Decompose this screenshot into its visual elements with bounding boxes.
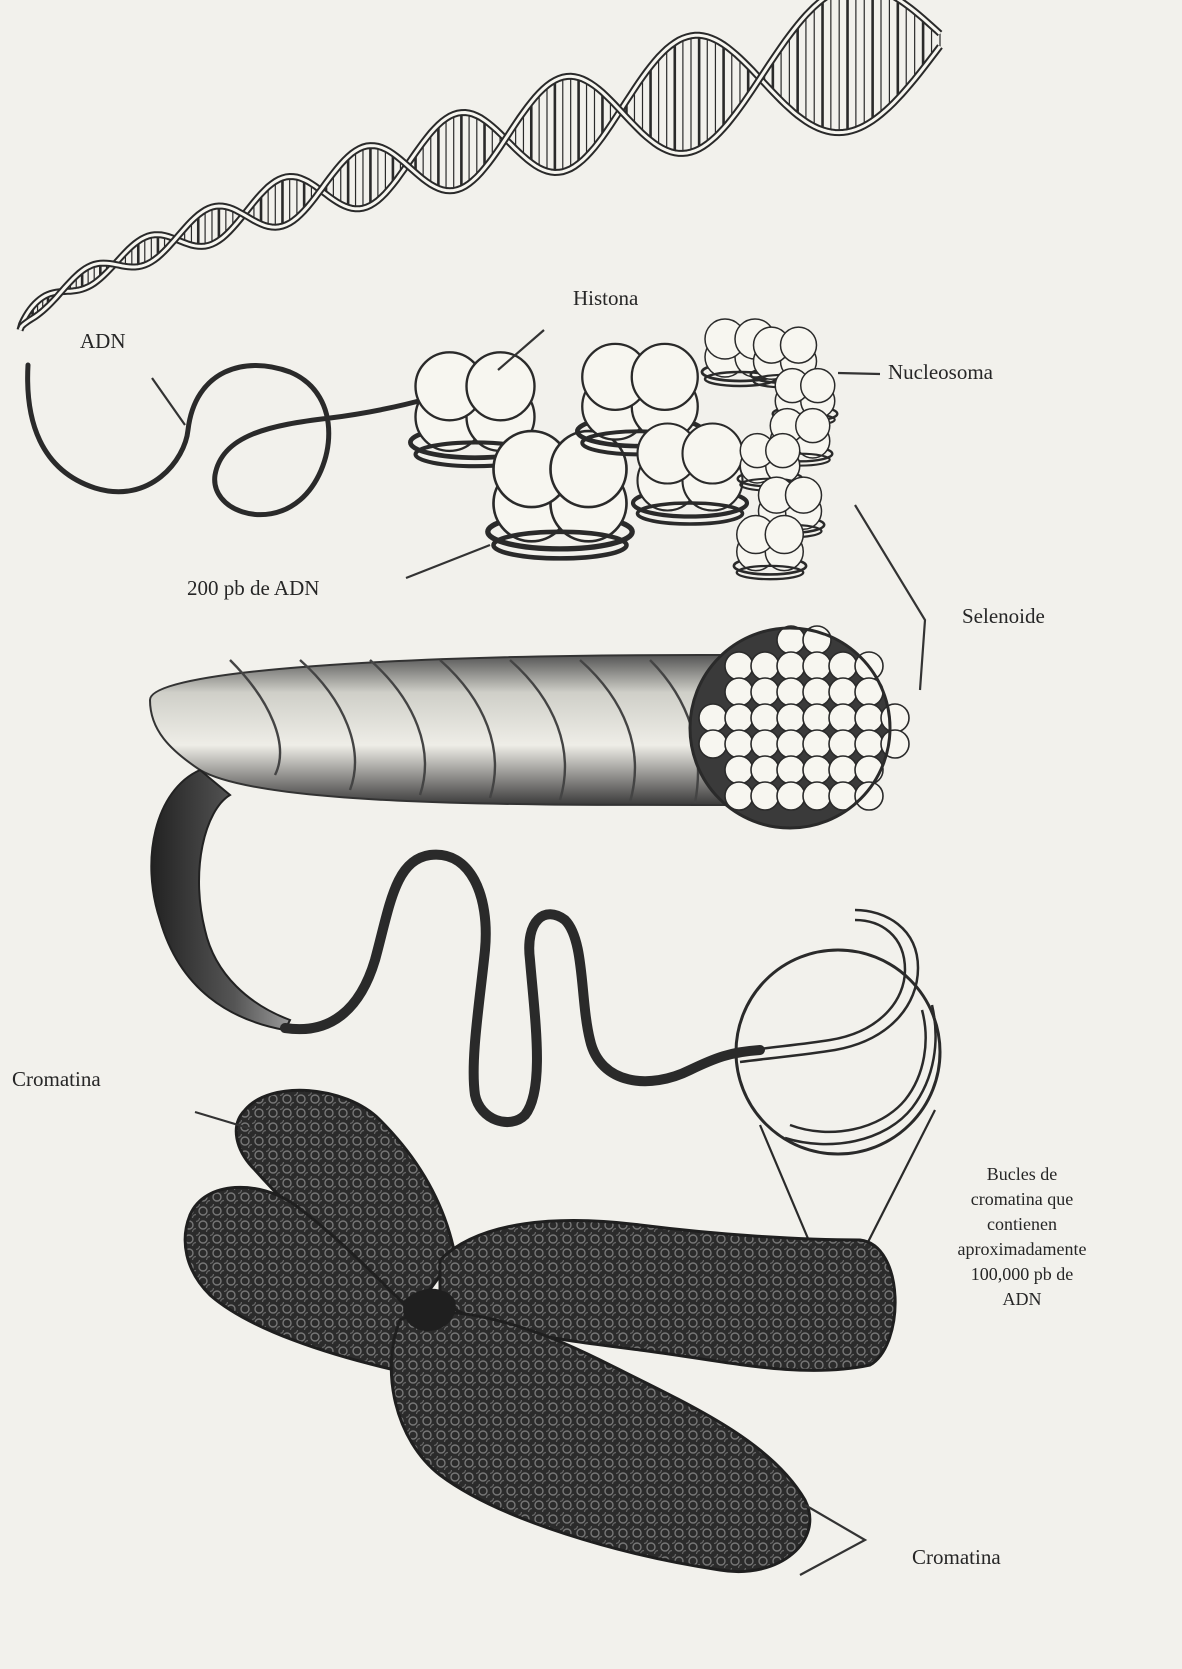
solenoid-bead — [829, 704, 857, 732]
solenoid-bead — [751, 782, 779, 810]
solenoid-bead — [751, 756, 779, 784]
label-bucles-cromatina: Bucles de cromatina que contienen aproxi… — [928, 1162, 1116, 1312]
solenoid-bead — [777, 756, 805, 784]
chromatin-fiber-strand — [285, 855, 760, 1122]
solenoid-bead — [751, 678, 779, 706]
label-cromatina-bottom: Cromatina — [912, 1545, 1001, 1570]
solenoid-bead — [855, 756, 883, 784]
solenoid-bead — [829, 652, 857, 680]
label-cromatina-left: Cromatina — [12, 1067, 101, 1092]
solenoid-bead — [803, 756, 831, 784]
solenoid-bead — [777, 704, 805, 732]
bucles-line-1: Bucles de — [928, 1162, 1116, 1187]
solenoid-bead — [803, 782, 831, 810]
solenoid-bead — [725, 730, 753, 758]
solenoid-bead — [855, 782, 883, 810]
histone-bead — [801, 369, 835, 403]
bucles-line-5: 100,000 pb de — [928, 1262, 1116, 1287]
solenoid-bead — [829, 730, 857, 758]
solenoid-bead — [855, 730, 883, 758]
backbone-strand-outline — [20, 0, 940, 330]
dna-double-helix — [20, 0, 940, 330]
solenoid-bead — [777, 730, 805, 758]
solenoid-bead — [829, 678, 857, 706]
solenoid-bead — [777, 652, 805, 680]
solenoid-bead — [803, 652, 831, 680]
bucles-line-2: cromatina que — [928, 1187, 1116, 1212]
backbone-strand-1 — [20, 35, 940, 330]
bucles-line-4: aproximadamente — [928, 1237, 1116, 1262]
histone-bead — [632, 344, 698, 410]
solenoid-bead — [699, 730, 727, 758]
backbone-strand-outline — [20, 35, 940, 330]
solenoid-bead — [751, 730, 779, 758]
solenoid-bead — [777, 678, 805, 706]
label-histona: Histona — [573, 286, 638, 311]
solenoid-bead — [803, 678, 831, 706]
bucles-line-6: ADN — [928, 1287, 1116, 1312]
solenoid-bead — [699, 704, 727, 732]
leader-nucleosoma — [838, 373, 880, 374]
histone-bead — [683, 424, 743, 484]
histone-bead — [796, 409, 830, 443]
histone-bead — [551, 431, 627, 507]
solenoid-bead — [881, 704, 909, 732]
solenoid-bead — [751, 704, 779, 732]
label-selenoide: Selenoide — [962, 604, 1045, 629]
label-nucleosoma: Nucleosoma — [888, 360, 993, 385]
histone-bead — [766, 434, 800, 468]
fiber-bend — [151, 770, 290, 1030]
solenoid-bead — [725, 704, 753, 732]
chromosome — [185, 1090, 895, 1571]
solenoid-bead — [777, 782, 805, 810]
solenoid-bead — [725, 652, 753, 680]
histone-bead — [781, 327, 817, 363]
dna-strand — [28, 365, 430, 515]
leader-adn — [152, 378, 185, 425]
solenoid-bead — [855, 704, 883, 732]
bucles-line-3: contienen — [928, 1212, 1116, 1237]
solenoid-bead — [803, 704, 831, 732]
backbone-strand-2 — [20, 0, 940, 330]
solenoid-bead — [751, 652, 779, 680]
chromatin-loop-magnified — [736, 910, 940, 1269]
nucleosome-chain — [410, 319, 837, 579]
histone-bead — [765, 516, 803, 554]
solenoid-bead — [803, 730, 831, 758]
label-adn: ADN — [80, 329, 126, 354]
solenoid-bead — [725, 756, 753, 784]
histone-bead — [467, 352, 535, 420]
solenoid-bead — [829, 756, 857, 784]
histone-bead — [786, 477, 822, 513]
solenoid-bead — [725, 678, 753, 706]
solenoid-bead — [777, 626, 805, 654]
label-200-pb-adn: 200 pb de ADN — [187, 576, 319, 601]
leader-200pb — [406, 545, 490, 578]
